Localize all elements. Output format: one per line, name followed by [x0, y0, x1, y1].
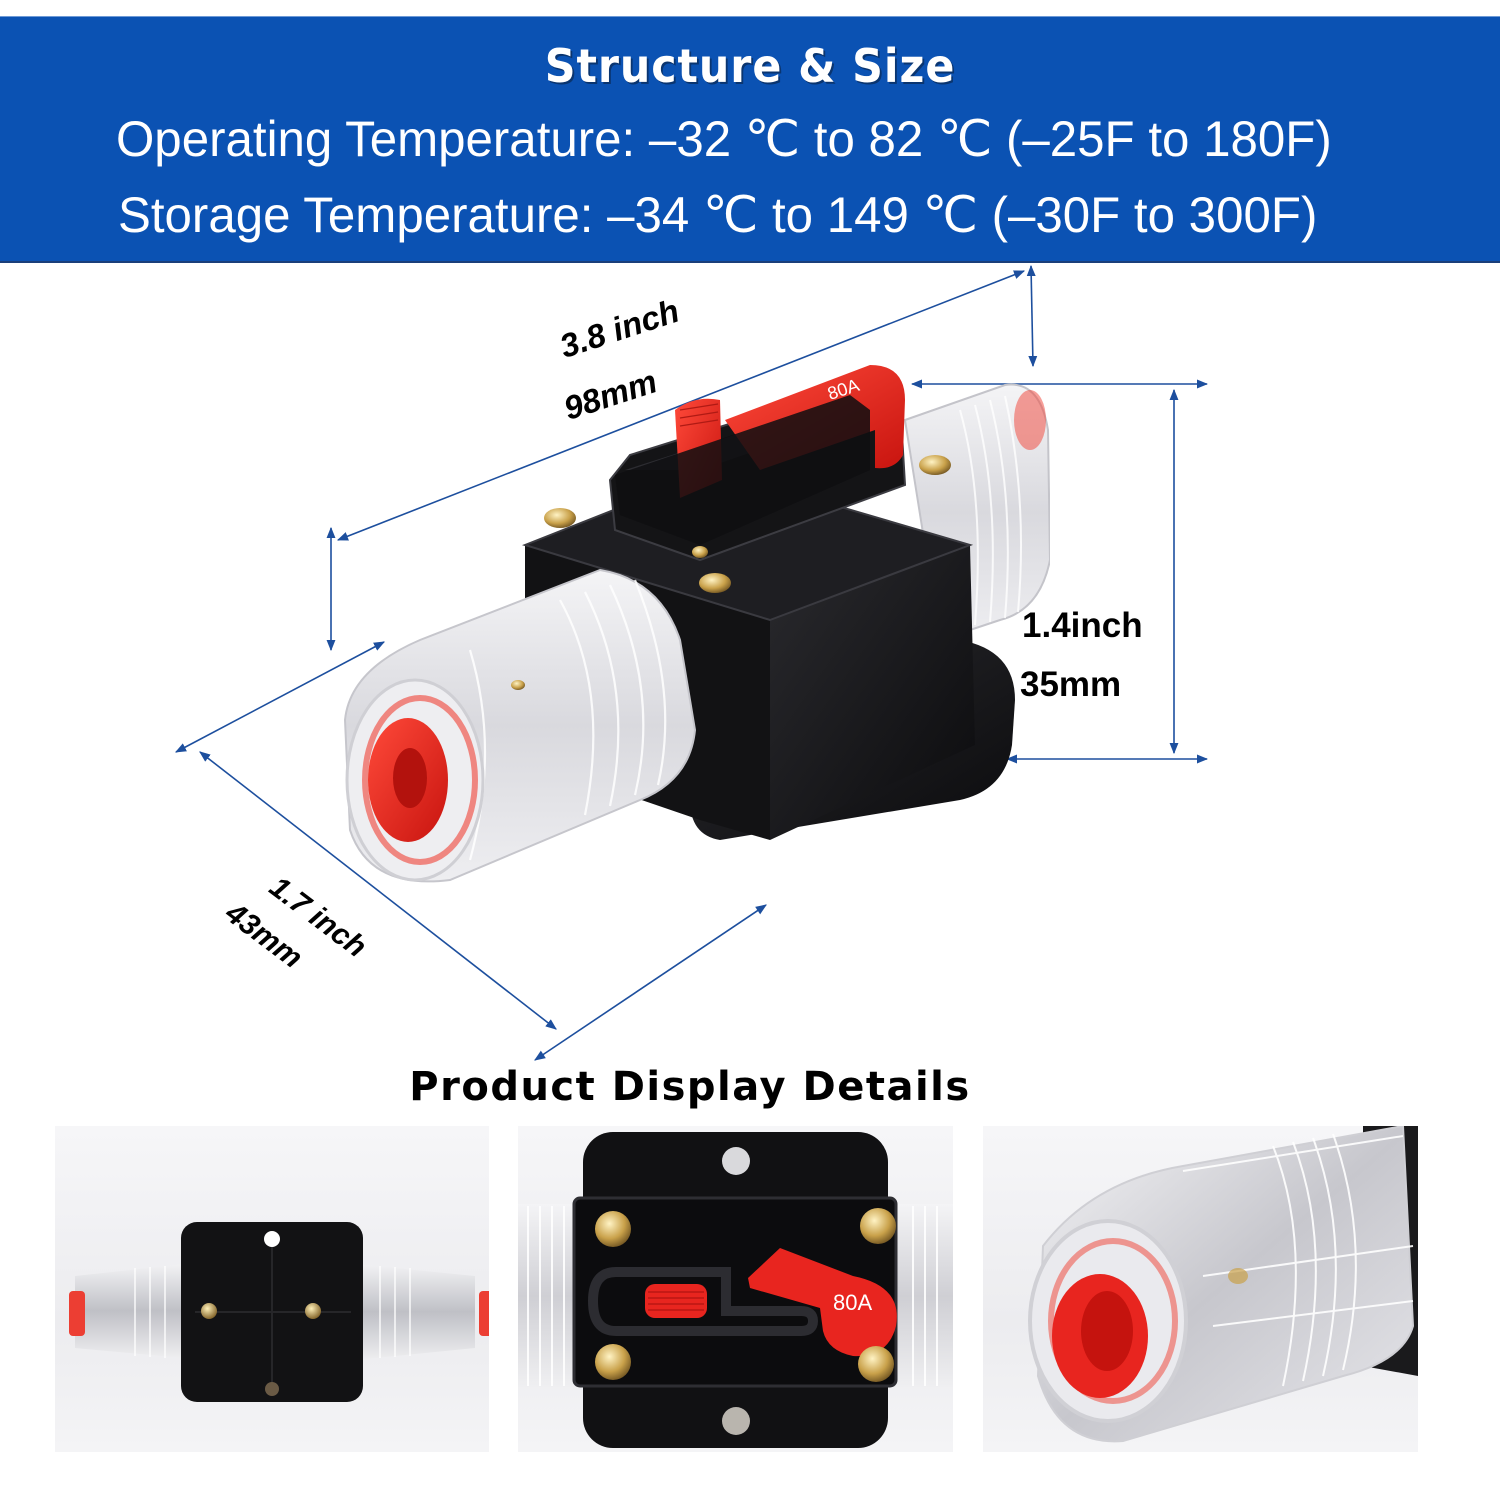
detail-photo-top-view: 80A	[518, 1126, 953, 1452]
left-red-cap	[69, 1291, 85, 1336]
screw	[201, 1303, 217, 1319]
mount-hole	[722, 1407, 750, 1435]
mount-hole	[265, 1382, 279, 1396]
mount-hole	[264, 1231, 280, 1247]
right-red-cap	[479, 1291, 489, 1336]
details-section-title: Product Display Details	[409, 1064, 971, 1110]
length-inch-label: 3.8 inch	[555, 291, 684, 365]
left-fuse-holder	[343, 568, 697, 883]
screw	[692, 546, 708, 558]
header-banner: Structure & Size Operating Temperature: …	[0, 16, 1500, 263]
width-extension-bottom	[534, 904, 767, 1061]
screw	[595, 1211, 631, 1247]
detail-photo-back-view	[55, 1126, 489, 1452]
length-extension-right	[1026, 264, 1038, 368]
reset-button	[645, 1284, 707, 1318]
height-inch-label: 1.4inch	[1022, 606, 1143, 645]
banner-title: Structure & Size	[544, 39, 956, 93]
mount-hole	[722, 1147, 750, 1175]
trip-lever	[748, 1248, 897, 1357]
operating-temperature-spec: Operating Temperature: –32 ℃ to 82 ℃ (–2…	[116, 111, 1332, 167]
left-fuse-tube	[75, 1264, 185, 1358]
screw	[544, 508, 576, 528]
rating-label-top: 80A	[833, 1290, 872, 1315]
height-mm-label: 35mm	[1020, 665, 1122, 704]
right-fuse-tube	[355, 1264, 475, 1360]
circuit-breaker-product-image: 80A	[343, 365, 1050, 883]
screw	[699, 573, 731, 593]
screw	[858, 1346, 894, 1382]
screw	[305, 1303, 321, 1319]
screw	[595, 1344, 631, 1380]
detail-photo-end-cap-closeup	[983, 1126, 1418, 1452]
storage-temperature-spec: Storage Temperature: –34 ℃ to 149 ℃ (–30…	[118, 187, 1318, 243]
screw	[919, 455, 951, 475]
screw	[860, 1208, 896, 1244]
lever-guard	[587, 1267, 819, 1336]
